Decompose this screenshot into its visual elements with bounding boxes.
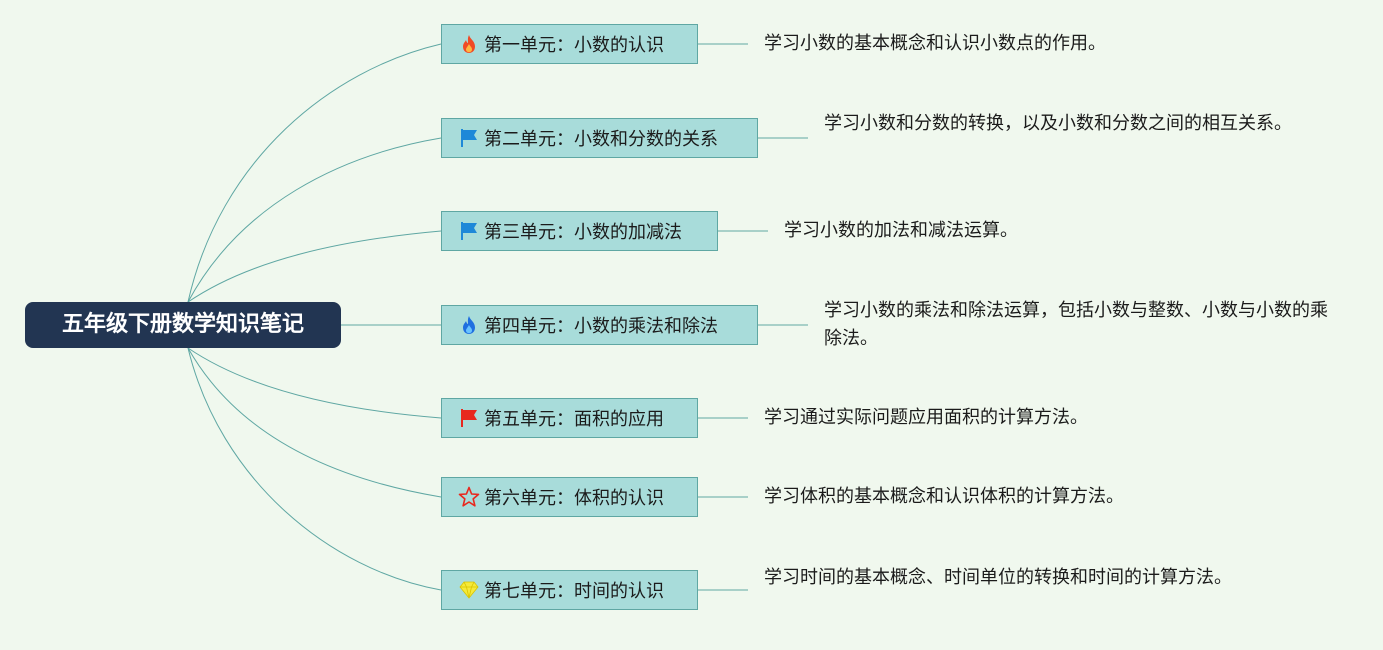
unit-1-note: 学习小数的基本概念和认识小数点的作用。 bbox=[764, 33, 1106, 54]
diamond-icon bbox=[458, 579, 480, 601]
unit-4-title: 第四单元：小数的乘法和除法 bbox=[484, 316, 718, 337]
blue-flag-icon bbox=[458, 220, 480, 242]
unit-3-note: 学习小数的加法和减法运算。 bbox=[784, 220, 1018, 241]
connector-root-unit-2 bbox=[187, 137, 442, 303]
unit-2-title: 第二单元：小数和分数的关系 bbox=[484, 129, 718, 150]
unit-4-note: 学习小数的乘法和除法运算，包括小数与整数、小数与小数的乘除法。 bbox=[824, 300, 1328, 349]
unit-2-topic[interactable]: 第二单元：小数和分数的关系 bbox=[441, 118, 758, 158]
unit-6-title: 第六单元：体积的认识 bbox=[484, 488, 664, 509]
unit-1-title: 第一单元：小数的认识 bbox=[484, 35, 664, 56]
red-flag-icon bbox=[458, 407, 480, 429]
connector-root-unit-7 bbox=[187, 347, 442, 591]
unit-4-topic[interactable]: 第四单元：小数的乘法和除法 bbox=[441, 305, 758, 345]
unit-7-topic[interactable]: 第七单元：时间的认识 bbox=[441, 570, 698, 610]
star-icon bbox=[458, 486, 480, 508]
blue-flame-icon bbox=[458, 314, 480, 336]
connector-root-unit-3 bbox=[187, 230, 442, 303]
unit-6-note: 学习体积的基本概念和认识体积的计算方法。 bbox=[764, 486, 1124, 507]
connector-root-unit-1 bbox=[187, 43, 442, 303]
unit-3-title: 第三单元：小数的加减法 bbox=[484, 222, 682, 243]
unit-7-title: 第七单元：时间的认识 bbox=[484, 581, 664, 602]
unit-6-topic[interactable]: 第六单元：体积的认识 bbox=[441, 477, 698, 517]
root-topic[interactable]: 五年级下册数学知识笔记 bbox=[25, 302, 341, 348]
unit-1-topic[interactable]: 第一单元：小数的认识 bbox=[441, 24, 698, 64]
fire-icon bbox=[458, 33, 480, 55]
unit-5-topic[interactable]: 第五单元：面积的应用 bbox=[441, 398, 698, 438]
blue-flag-icon bbox=[458, 127, 480, 149]
unit-3-topic[interactable]: 第三单元：小数的加减法 bbox=[441, 211, 718, 251]
unit-7-note: 学习时间的基本概念、时间单位的转换和时间的计算方法。 bbox=[764, 567, 1232, 588]
connector-root-unit-5 bbox=[187, 347, 442, 419]
unit-5-title: 第五单元：面积的应用 bbox=[484, 409, 664, 430]
connector-root-unit-6 bbox=[187, 347, 442, 498]
unit-2-note: 学习小数和分数的转换，以及小数和分数之间的相互关系。 bbox=[824, 113, 1292, 134]
unit-5-note: 学习通过实际问题应用面积的计算方法。 bbox=[764, 407, 1088, 428]
